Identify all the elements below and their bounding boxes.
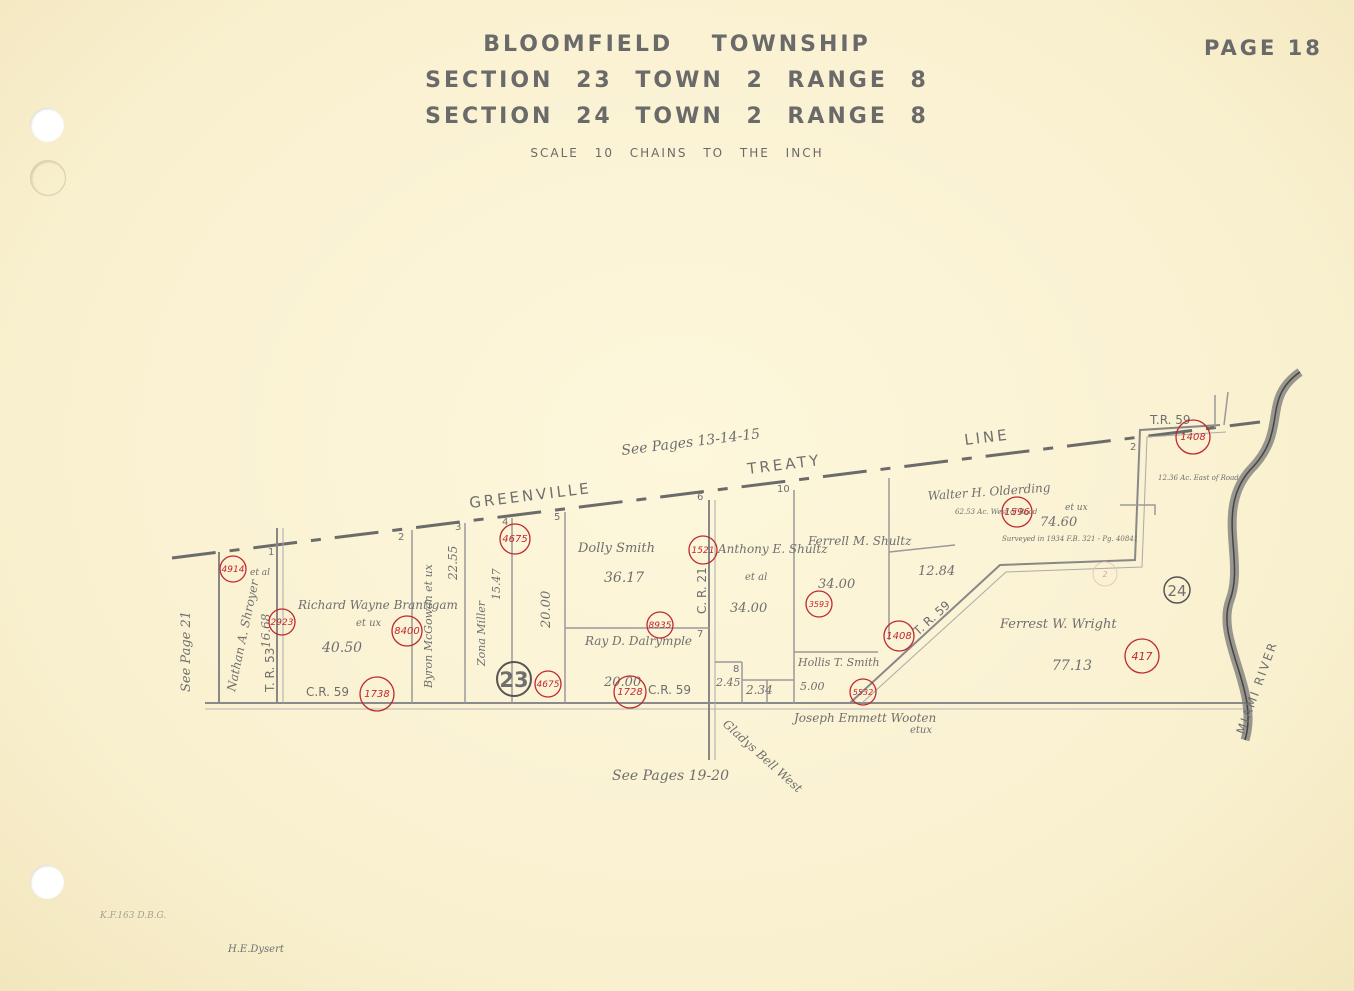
- road-label-tr59: T. R. 59: [910, 598, 953, 639]
- treaty-label-greenville: GREENVILLE: [468, 479, 592, 512]
- red-number: 4914: [222, 565, 245, 575]
- lot-number: 6: [697, 492, 703, 503]
- acres-miller: 15.47: [490, 569, 503, 601]
- road-tr59: [849, 424, 1221, 704]
- red-number: 8400: [394, 626, 419, 637]
- binder-hole-faint: [30, 160, 66, 196]
- ref-left-page: See Page 21: [179, 611, 194, 692]
- red-number: 2923: [271, 618, 294, 628]
- owner-ferrell-shultz: Ferrell M. Shultz: [807, 534, 912, 548]
- owner-shroyer: Nathan A. Shroyer: [224, 577, 262, 693]
- red-number: 1408: [1180, 432, 1205, 443]
- section-24-heading: SECTION 24 TOWN 2 RANGE 8: [425, 104, 929, 129]
- owner-hollis-smith: Hollis T. Smith: [797, 656, 880, 669]
- owner-gladys-west: Gladys Bell West: [720, 717, 805, 796]
- lot-number: 2: [1130, 442, 1136, 453]
- treaty-line: [171, 420, 1261, 560]
- page-number: PAGE 18: [1204, 36, 1323, 60]
- red-number: 1596: [1004, 507, 1029, 518]
- red-parcel-numbers: 4914 2923 1738 8400 4675 4675 1728 8935 …: [219, 419, 1211, 712]
- lot-number: 2: [398, 532, 404, 543]
- lot-number: 5: [554, 512, 560, 523]
- ref-bottom-pages: See Pages 19-20: [612, 768, 729, 784]
- olderding-east-note: 12.36 Ac. East of Road: [1158, 474, 1239, 482]
- section-23-marker: [496, 661, 532, 697]
- acres-wooten: 2.34: [745, 683, 773, 697]
- township-title: BLOOMFIELD TOWNSHIP: [483, 32, 871, 57]
- acres-anthony-shultz: 34.00: [730, 601, 767, 616]
- red-number: 8935: [649, 621, 672, 631]
- acres-ferrell-shultz: 34.00: [818, 577, 855, 592]
- road-label-tr53: T. R. 53: [263, 648, 277, 693]
- lot-number: 4: [502, 517, 508, 528]
- acres-gladys-west: 2.45: [715, 676, 741, 689]
- owner-anthony-shultz: Anthony E. Shultz: [717, 542, 828, 556]
- binder-hole-bottom: [30, 865, 64, 899]
- red-number: 3593: [809, 600, 829, 609]
- acres-dolly-smith: 36.17: [604, 570, 644, 586]
- owner-note: et ux: [1065, 503, 1088, 513]
- road-label-cr59-center: C.R. 59: [648, 683, 691, 697]
- red-number: 1738: [364, 689, 389, 700]
- scale-note: SCALE 10 CHAINS TO THE INCH: [530, 146, 824, 160]
- corner-note: K.F.163 D.B.G.: [99, 911, 166, 921]
- owner-note: etux: [910, 725, 932, 736]
- section-23-number: 23: [499, 668, 528, 692]
- red-number: 1408: [886, 631, 911, 642]
- section-23-heading: SECTION 23 TOWN 2 RANGE 8: [425, 68, 929, 93]
- lot-number: 1: [268, 547, 274, 558]
- red-number: 4675: [502, 534, 527, 545]
- red-number: 4675: [537, 680, 560, 690]
- owner-miller: Zona Miller: [475, 600, 488, 667]
- owner-wooten: Joseph Emmett Wooten: [791, 711, 936, 725]
- acres-olderding: 74.60: [1040, 515, 1077, 530]
- treaty-label-line: LINE: [963, 426, 1010, 449]
- lot-number: 3: [455, 522, 461, 533]
- red-number: 5532: [853, 688, 873, 697]
- owner-dolly-smith: Dolly Smith: [577, 541, 655, 556]
- owner-wright: Ferrest W. Wright: [999, 617, 1117, 632]
- acres-hollis-smith: 5.00: [800, 680, 825, 693]
- owner-note: et al: [745, 572, 767, 583]
- lot-number: 10: [777, 484, 790, 495]
- owner-dalrymple: Ray D. Dalrymple: [584, 634, 692, 648]
- owner-mcgowan: Byron McGowan et ux: [422, 563, 435, 689]
- signature: H.E.Dysert: [227, 944, 285, 955]
- owner-note: et ux: [356, 618, 382, 629]
- red-number: 417: [1132, 650, 1153, 663]
- treaty-label-treaty: TREATY: [745, 451, 822, 478]
- red-number: 2: [1102, 570, 1107, 579]
- acres-brantigam: 40.50: [321, 640, 362, 656]
- lot-number: 7: [697, 629, 703, 640]
- owner-olderding: Walter H. Olderding: [927, 480, 1051, 503]
- acres-parcel-1284: 12.84: [918, 564, 955, 579]
- acres-wright: 77.13: [1052, 658, 1092, 674]
- acres-dalrymple: 20.00: [603, 675, 641, 690]
- ref-top-pages: See Pages 13-14-15: [621, 426, 762, 459]
- section-24-marker: [1163, 576, 1191, 604]
- red-number: 1521: [692, 546, 715, 556]
- road-label-cr21: C. R. 21: [695, 567, 709, 614]
- lot-number: 8: [733, 664, 739, 675]
- acres-parcel-5: 20.00: [539, 591, 554, 629]
- owner-note: et al: [250, 568, 270, 578]
- acres-mcgowan: 22.55: [446, 546, 460, 581]
- road-label-tr59-north: T.R. 59: [1149, 413, 1191, 427]
- olderding-west-note: 62.53 Ac. West of Road: [955, 508, 1038, 516]
- section-24-number: 24: [1167, 582, 1186, 600]
- road-label-cr59-west: C.R. 59: [306, 685, 349, 699]
- binder-hole-top: [30, 108, 64, 142]
- olderding-survey-note: Surveyed in 1934 F.B. 321 - Pg. 40841: [1002, 535, 1138, 543]
- red-number: 1728: [617, 687, 642, 698]
- owner-brantigam: Richard Wayne Brantigam: [297, 598, 458, 612]
